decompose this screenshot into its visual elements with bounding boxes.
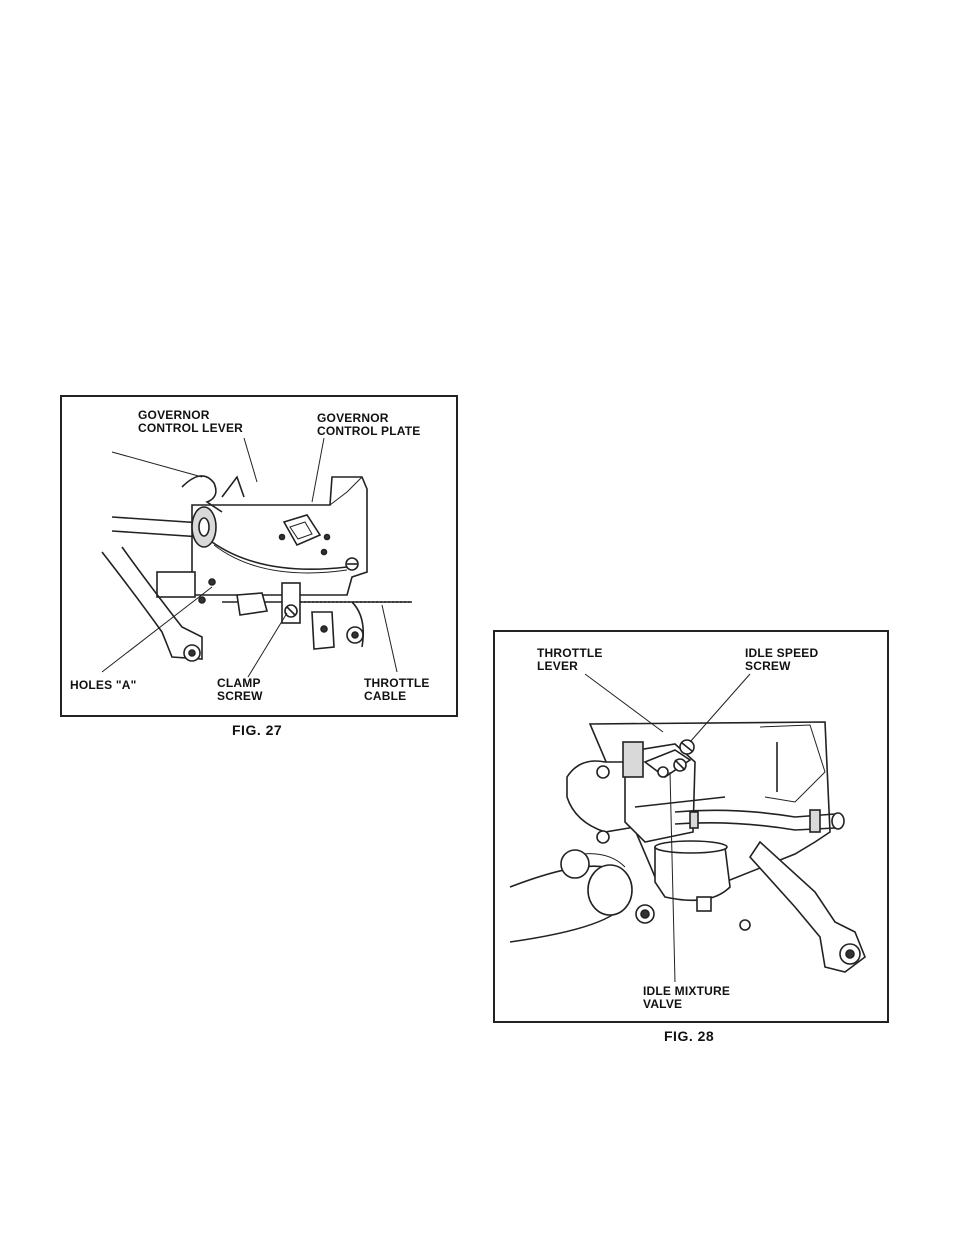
figure-27-caption: FIG. 27 (232, 722, 282, 738)
figure-28-caption: FIG. 28 (664, 1028, 714, 1044)
figure-28-frame: THROTTLE LEVER IDLE SPEED SCREW IDLE MIX… (493, 630, 889, 1023)
idle-mixture-valve-label: IDLE MIXTURE VALVE (643, 985, 730, 1011)
throttle-cable-label: THROTTLE CABLE (364, 677, 430, 703)
governor-control-plate-label: GOVERNOR CONTROL PLATE (317, 412, 421, 438)
carburetor-illustration (495, 632, 887, 1021)
idle-speed-screw-label: IDLE SPEED SCREW (745, 647, 818, 673)
throttle-lever-label: THROTTLE LEVER (537, 647, 603, 673)
clamp-screw-label: CLAMP SCREW (217, 677, 263, 703)
figure-27-frame: GOVERNOR CONTROL LEVER GOVERNOR CONTROL … (60, 395, 458, 717)
holes-a-label: HOLES "A" (70, 679, 137, 692)
governor-assembly-illustration (62, 397, 456, 715)
governor-control-lever-label: GOVERNOR CONTROL LEVER (138, 409, 243, 435)
